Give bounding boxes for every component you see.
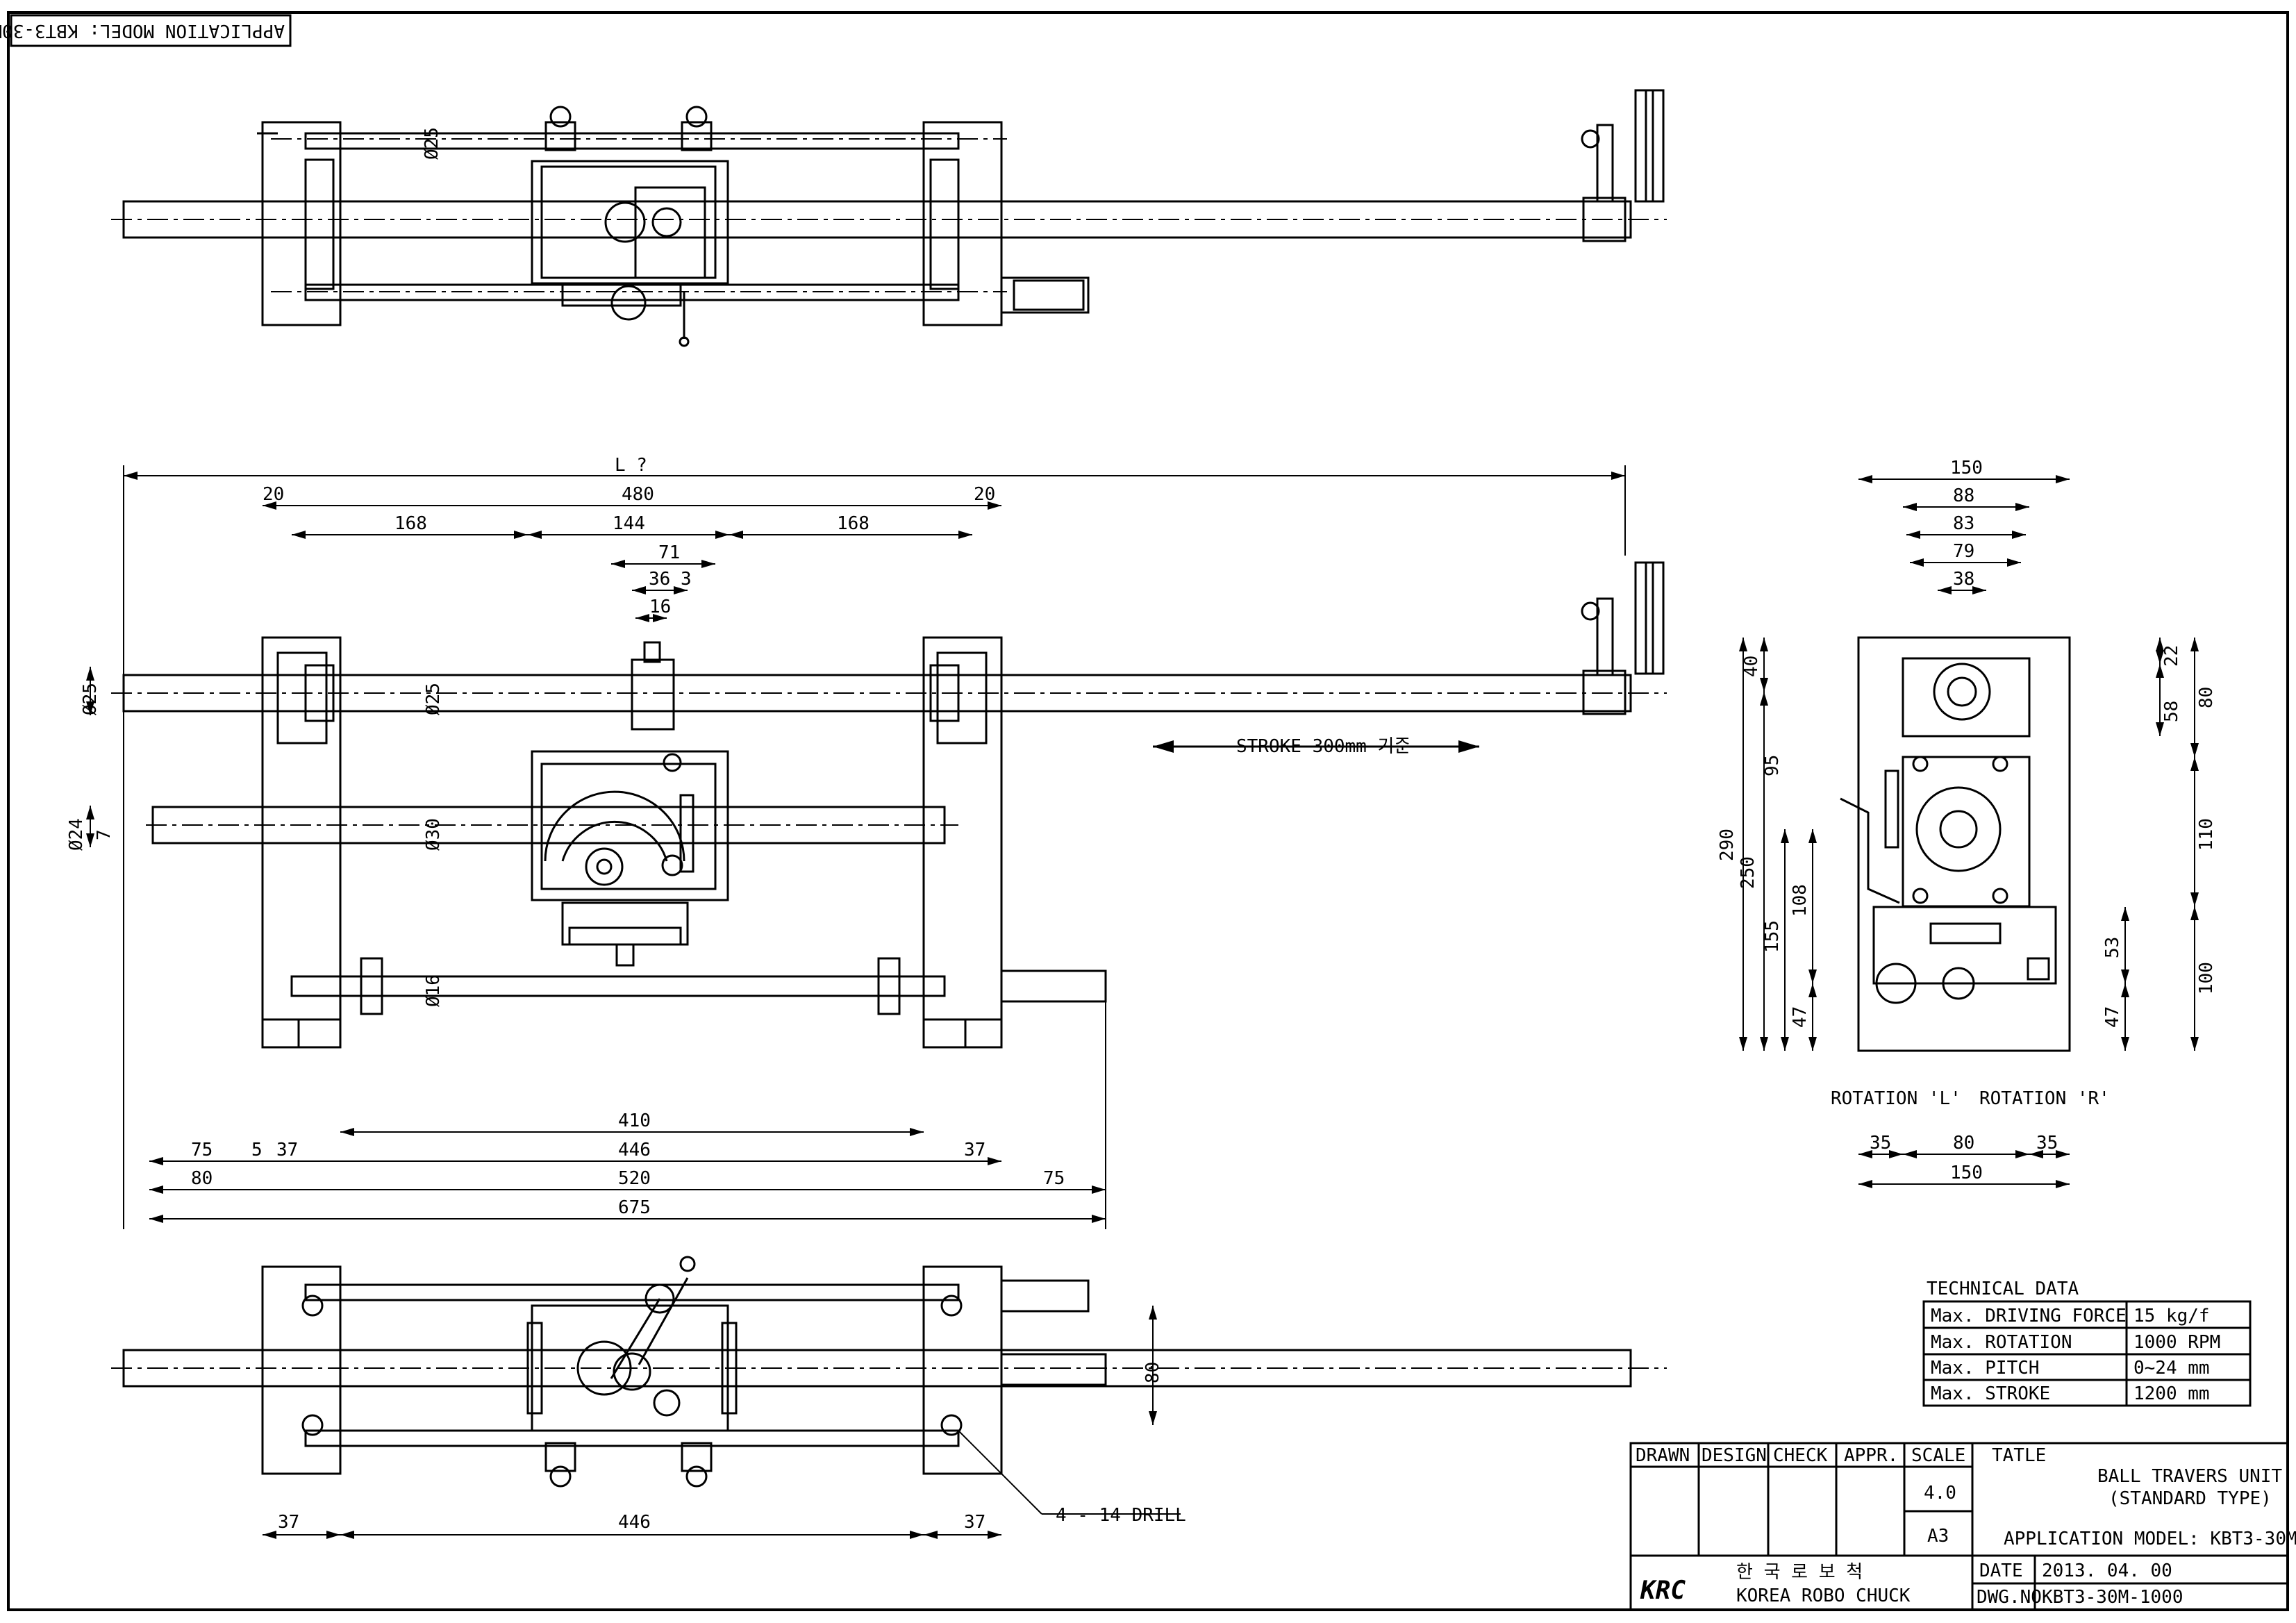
dim-520: 520	[618, 1168, 651, 1189]
side-dim-35b: 35	[2036, 1133, 2058, 1154]
technical-data-table: TECHNICAL DATA Max. DRIVING FORCE 15 kg/…	[1922, 1279, 2252, 1407]
dim-left-gap: 20	[263, 484, 284, 505]
side-dim-95: 95	[1762, 755, 1783, 776]
tb-scale-value: 4.0	[1924, 1483, 1956, 1504]
dim-71: 71	[658, 542, 680, 563]
dim-right-segment: 168	[837, 513, 870, 534]
tech-row-label: Max. DRIVING FORCE	[1931, 1306, 2127, 1326]
side-dim-80: 80	[2196, 687, 2217, 708]
dim-shaft-dia-16: Ø16	[423, 974, 444, 1007]
top-shaft-dia: Ø25	[422, 127, 442, 160]
bottom-dim-80: 80	[1142, 1362, 1163, 1383]
technical-data-title: TECHNICAL DATA	[1927, 1279, 2079, 1299]
rotation-r: ROTATION 'R'	[1979, 1088, 2110, 1109]
dim-410: 410	[618, 1110, 651, 1131]
tb-company-en: KOREA ROBO CHUCK	[1736, 1585, 1911, 1606]
side-dim-58: 58	[2161, 701, 2182, 722]
side-view	[1840, 636, 2071, 1052]
dim-75a: 75	[191, 1140, 213, 1160]
tech-row-label: Max. PITCH	[1931, 1358, 2040, 1379]
tb-application: APPLICATION MODEL: KBT3-30M	[2004, 1529, 2296, 1549]
top-view	[111, 89, 1667, 347]
dim-675: 675	[618, 1197, 651, 1218]
tech-row-label: Max. STROKE	[1931, 1383, 2050, 1404]
bottom-dim-37a: 37	[278, 1512, 299, 1533]
tb-title-line1: BALL TRAVERS UNIT	[2097, 1466, 2282, 1487]
side-dim-250: 250	[1738, 856, 1758, 889]
side-dim-35a: 35	[1870, 1133, 1891, 1154]
dim-shaft-dia-left: Ø25	[80, 683, 101, 715]
front-dim-lines	[86, 465, 1626, 1229]
tb-drawn: DRAWN	[1636, 1445, 1690, 1466]
tb-scale: SCALE	[1911, 1445, 1965, 1466]
dim-36: 36	[649, 569, 670, 590]
tb-tatle: TATLE	[1992, 1445, 2046, 1466]
dim-446: 446	[618, 1140, 651, 1160]
tech-row-label: Max. ROTATION	[1931, 1332, 2072, 1353]
side-dim-79: 79	[1953, 541, 1974, 562]
side-dim-83: 83	[1953, 513, 1974, 534]
tb-design: DESIGN	[1702, 1445, 1767, 1466]
title-block: DRAWN DESIGN CHECK APPR. SCALE 4.0 A3 TA…	[1629, 1442, 2296, 1611]
dim-16: 16	[649, 597, 671, 617]
dim-37a: 37	[276, 1140, 298, 1160]
dim-key-7: 7	[94, 829, 115, 840]
dim-total-length: L ?	[615, 455, 647, 476]
header-model-text: APPLICATION MODEL: KBT3-30M	[0, 20, 285, 41]
dim-shaft-dia-mid: Ø25	[423, 683, 444, 715]
dim-37b: 37	[964, 1140, 985, 1160]
rotation-l: ROTATION 'L'	[1831, 1088, 1961, 1109]
tb-appr: APPR.	[1844, 1445, 1898, 1466]
tech-row-value: 15 kg/f	[2133, 1306, 2210, 1326]
tb-date-value: 2013. 04. 00	[2042, 1560, 2172, 1581]
tech-row-value: 1000 RPM	[2133, 1332, 2220, 1353]
tb-company-kr: 한 국 로 보 척	[1736, 1562, 1863, 1583]
tech-row-value: 1200 mm	[2133, 1383, 2210, 1404]
bottom-dim-446: 446	[618, 1512, 651, 1533]
dim-80: 80	[191, 1168, 213, 1189]
stroke-note: STROKE 300mm 기준	[1236, 736, 1411, 757]
side-dim-47a: 47	[1790, 1006, 1811, 1028]
bottom-dim-37b: 37	[964, 1512, 985, 1533]
side-dim-155: 155	[1762, 920, 1783, 953]
side-dim-150-bottom: 150	[1950, 1163, 1983, 1183]
front-view	[111, 561, 1667, 1049]
tb-date-label: DATE	[1979, 1560, 2023, 1581]
side-dim-88: 88	[1953, 485, 1974, 506]
dim-shaft-dia-30: Ø30	[423, 818, 444, 851]
side-dim-100: 100	[2196, 962, 2217, 994]
dim-mid-segment: 144	[613, 513, 645, 534]
dim-3: 3	[681, 569, 692, 590]
side-dim-108: 108	[1790, 884, 1811, 917]
drill-note: 4 - 14 DRILL	[1056, 1505, 1186, 1526]
sheet-border	[7, 11, 2289, 1611]
side-dim-38: 38	[1953, 569, 1974, 590]
header-model-label: APPLICATION MODEL: KBT3-30M	[0, 14, 292, 47]
dim-frame-span: 480	[622, 484, 654, 505]
side-dim-150-top: 150	[1950, 458, 1983, 478]
side-dim-40: 40	[1741, 656, 1762, 677]
dim-75b: 75	[1043, 1168, 1065, 1189]
tb-title-line2: (STANDARD TYPE)	[2108, 1488, 2272, 1509]
side-dim-47b: 47	[2102, 1006, 2123, 1028]
dim-left-segment: 168	[394, 513, 427, 534]
side-dim-22: 22	[2161, 645, 2182, 667]
side-dim-110: 110	[2196, 818, 2217, 851]
side-dim-80b: 80	[1953, 1133, 1974, 1154]
bottom-view	[111, 1256, 1667, 1488]
tb-check: CHECK	[1773, 1445, 1828, 1466]
side-dim-290: 290	[1717, 829, 1738, 861]
dim-right-gap: 20	[974, 484, 995, 505]
dim-shaft-dia-24: Ø24	[66, 818, 87, 851]
dim-5: 5	[251, 1140, 263, 1160]
side-dim-lines	[1739, 475, 2199, 1188]
tb-paper: A3	[1927, 1526, 1949, 1547]
krc-logo: KRC	[1640, 1576, 1686, 1605]
bottom-dim-lines	[263, 1306, 1181, 1539]
side-dim-53: 53	[2102, 937, 2123, 958]
tb-dwg-label: DWG.NO	[1977, 1587, 2042, 1608]
tech-row-value: 0~24 mm	[2133, 1358, 2210, 1379]
tb-dwg-value: KBT3-30M-1000	[2042, 1587, 2183, 1608]
